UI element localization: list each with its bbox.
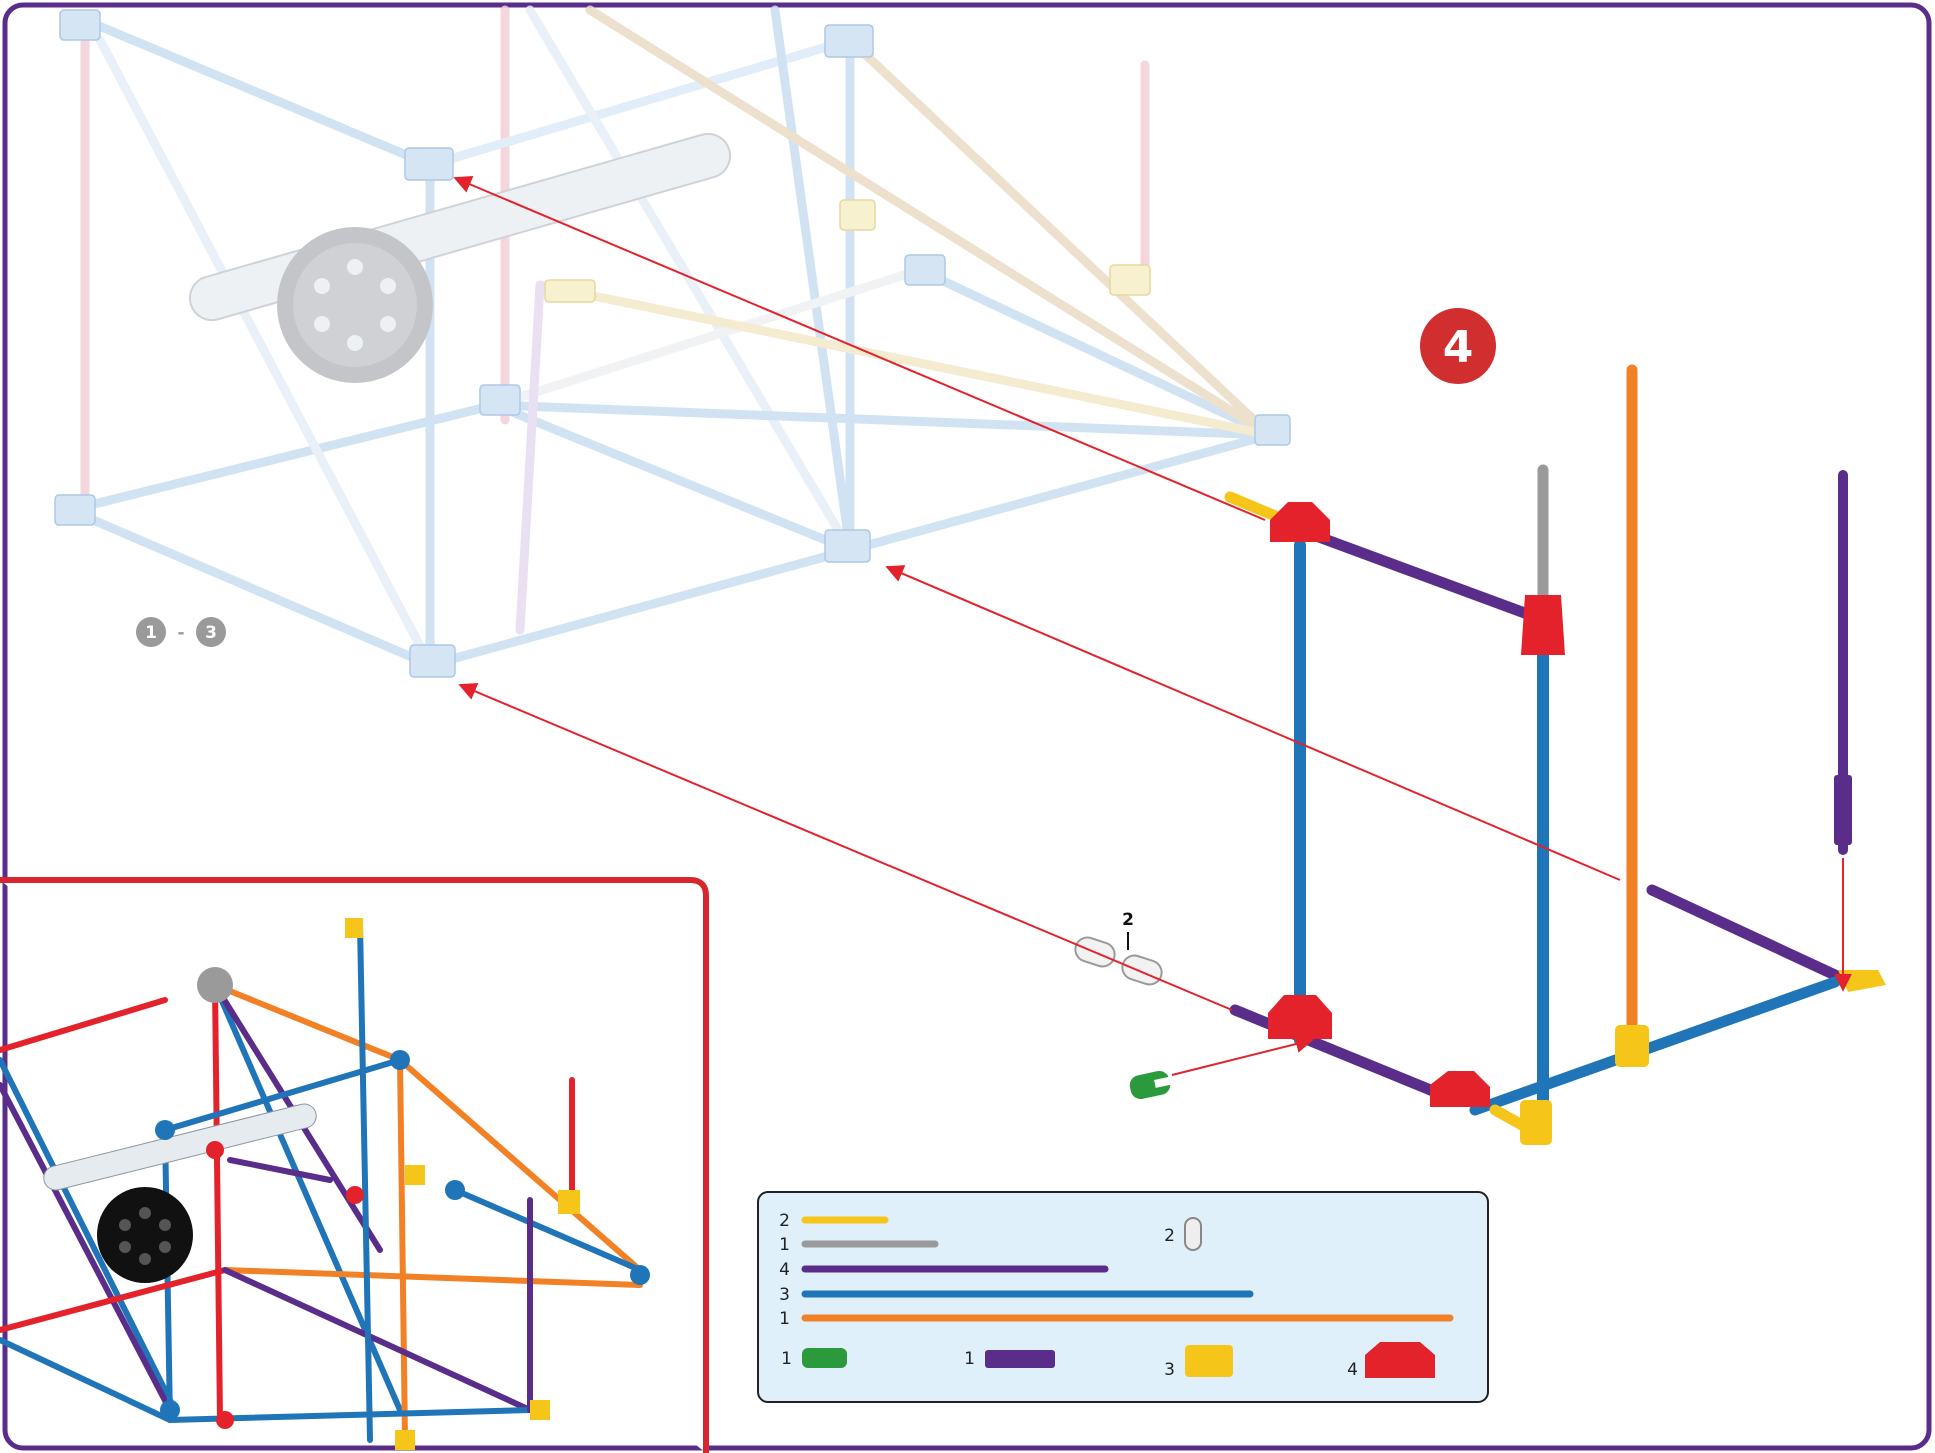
yellow-connector <box>1838 970 1886 992</box>
svg-text:2: 2 <box>779 1211 790 1231</box>
svg-text:-: - <box>177 623 184 643</box>
red-connector <box>1270 502 1330 542</box>
gray-spacer-icon <box>1184 1217 1202 1251</box>
previous-steps-label: 1 - 3 <box>136 617 226 647</box>
svg-text:2: 2 <box>1122 910 1134 930</box>
green-clip-icon <box>802 1348 847 1368</box>
parts-row-purple-rod-connector: 1 <box>964 1349 1055 1369</box>
purple-rod <box>1294 524 1536 621</box>
red-connector <box>1430 1071 1490 1107</box>
purple-rod-connector <box>1834 775 1852 845</box>
green-clip <box>1129 1070 1171 1100</box>
parts-list-panel: 2 1 4 3 1 2 1 1 <box>757 1191 1489 1403</box>
yellow-rod <box>1224 491 1286 524</box>
parts-row-purple-rod: 4 <box>779 1260 1109 1280</box>
parts-row-spacer: 2 <box>1164 1217 1202 1251</box>
svg-text:1: 1 <box>145 623 157 643</box>
parts-row-blue-rod: 3 <box>779 1285 1254 1305</box>
previous-assembly <box>54 5 1291 678</box>
svg-text:3: 3 <box>1164 1360 1175 1380</box>
yellow-connector <box>1520 1100 1552 1145</box>
red-connector <box>1521 595 1565 655</box>
parts-row-gray-rod: 1 <box>779 1235 939 1255</box>
svg-text:3: 3 <box>779 1285 790 1305</box>
parts-row-red-connector: 4 <box>1347 1342 1435 1380</box>
parts-row-yellow-rod: 2 <box>779 1211 889 1231</box>
svg-text:1: 1 <box>779 1235 790 1255</box>
parts-row-green-clip: 1 <box>781 1348 847 1369</box>
svg-text:4: 4 <box>779 1260 790 1280</box>
red-connector-icon <box>1365 1342 1435 1378</box>
svg-text:2: 2 <box>1164 1226 1175 1246</box>
svg-text:4: 4 <box>1347 1360 1358 1380</box>
parts-row-orange-rod: 1 <box>779 1309 1454 1329</box>
svg-text:3: 3 <box>205 623 217 643</box>
completed-model-inset <box>0 877 709 1453</box>
new-subassembly <box>1074 364 1886 1145</box>
red-connector <box>1268 995 1332 1039</box>
svg-text:1: 1 <box>964 1349 975 1369</box>
purple-rod <box>1646 884 1841 981</box>
blue-rod <box>1469 976 1841 1116</box>
svg-text:1: 1 <box>781 1349 792 1369</box>
step-number-badge: 4 <box>1420 308 1496 384</box>
spacer-quantity-callout: 2 <box>1122 910 1134 950</box>
yellow-connector <box>1615 1025 1649 1067</box>
parts-row-yellow-connector: 3 <box>1164 1345 1233 1380</box>
purple-rod-connector-icon <box>985 1350 1055 1368</box>
svg-text:4: 4 <box>1443 322 1474 373</box>
black-gear-icon <box>97 1187 193 1283</box>
gray-spacer <box>1121 954 1163 986</box>
yellow-connector-icon <box>1185 1345 1233 1377</box>
gear-icon <box>277 227 433 383</box>
assembly-arrows <box>453 176 1852 1076</box>
svg-text:1: 1 <box>779 1309 790 1329</box>
